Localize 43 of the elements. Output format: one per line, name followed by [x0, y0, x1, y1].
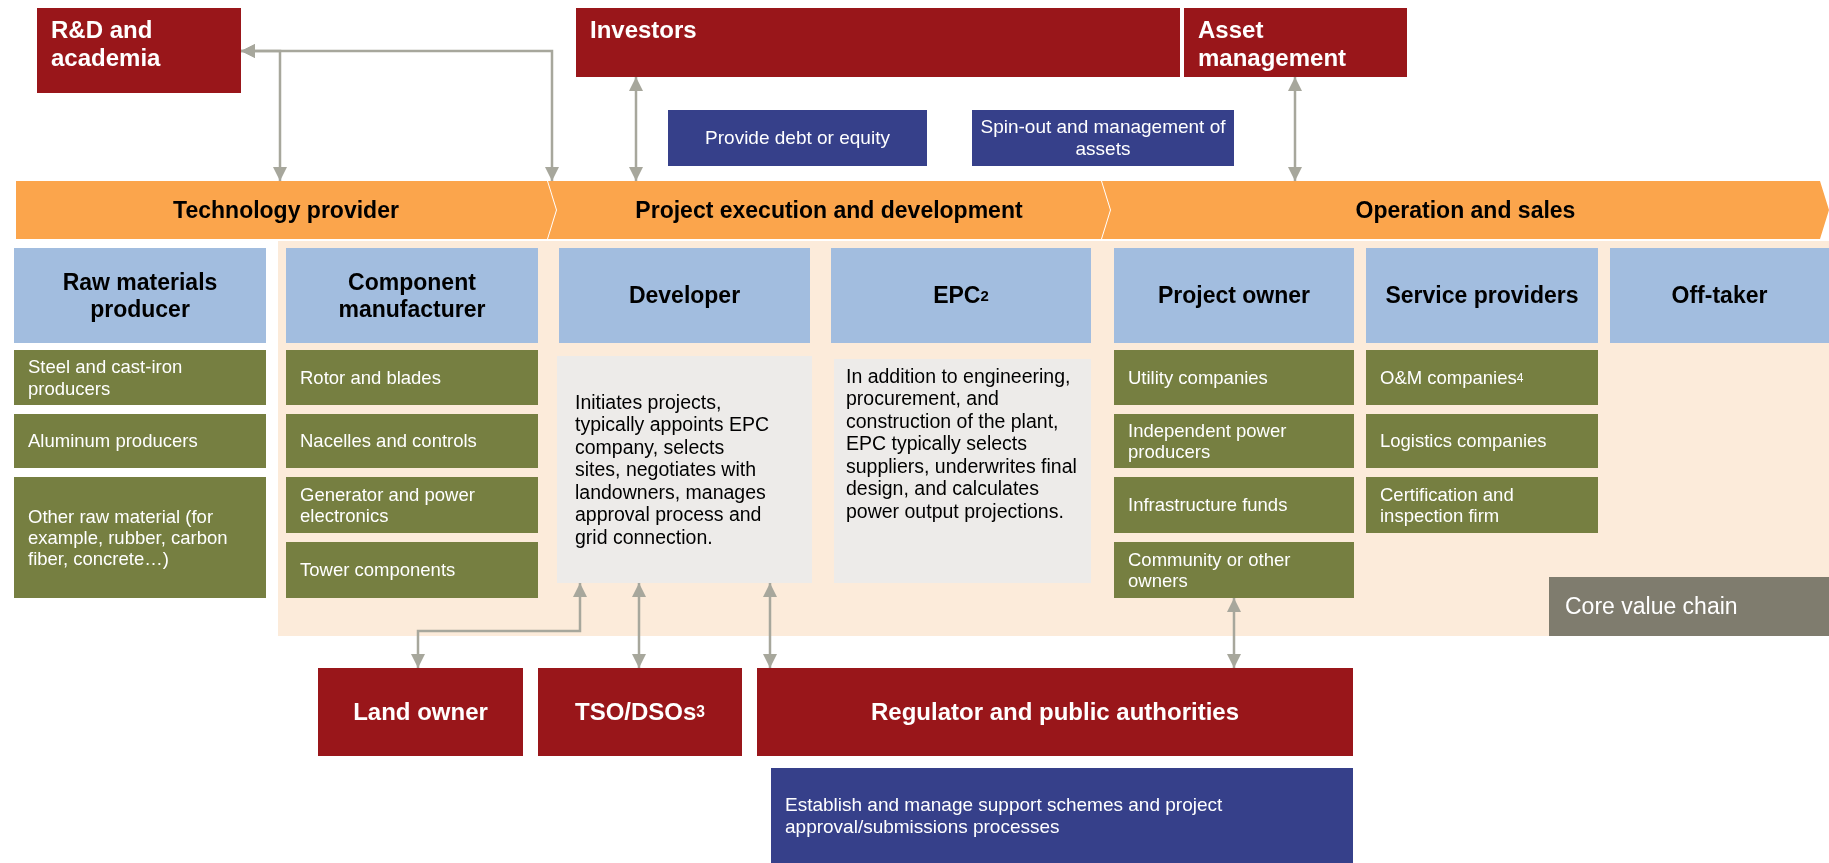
- double-arrow: [632, 583, 646, 668]
- category-box: Steel and cast-iron producers: [14, 350, 266, 405]
- description-box: Initiates projects, typically appoints EPC company, selects sites, negotiates with landowners, manages approval process and grid connection.: [557, 356, 812, 583]
- double-arrow: [763, 583, 777, 668]
- role-header: Raw materials producer: [14, 248, 266, 343]
- description-box: In addition to engineering, procurement, and construction of the plant, EPC typically selects suppliers, underwrites final design, and calculates power output projections.: [834, 359, 1091, 583]
- category-box: Other raw material (for example, rubber, carbon fiber, concrete…): [14, 477, 266, 598]
- category-box: Rotor and blades: [286, 350, 538, 405]
- category-box: Infrastructure funds: [1114, 477, 1354, 533]
- category-box: Aluminum producers: [14, 414, 266, 468]
- double-arrow: [411, 583, 587, 668]
- category-box: Generator and power electronics: [286, 477, 538, 533]
- double-arrow: [629, 77, 643, 181]
- category-box: Certification and inspection firm: [1366, 477, 1598, 533]
- double-arrow: [241, 44, 559, 181]
- value-chain-stage-banner: Operation and sales: [1102, 181, 1829, 239]
- role-header: Component manufacturer: [286, 248, 538, 343]
- value-chain-stage-banner: Technology provider: [16, 181, 556, 239]
- stakeholder-box: Investors: [576, 8, 1180, 77]
- role-note: Provide debt or equity: [668, 110, 927, 166]
- role-header: Project owner: [1114, 248, 1354, 343]
- category-box: Logistics companies: [1366, 414, 1598, 468]
- band-tab-label: Core value chain: [1549, 577, 1829, 636]
- role-header: Service providers: [1366, 248, 1598, 343]
- role-note: Spin-out and management of assets: [972, 110, 1234, 166]
- category-box: Independent power producers: [1114, 414, 1354, 468]
- category-box: Nacelles and controls: [286, 414, 538, 468]
- stakeholder-box: TSO/DSOs$^{3}$: [538, 668, 742, 756]
- stakeholder-box: Regulator and public authorities: [757, 668, 1353, 756]
- value-chain-band: [278, 241, 1829, 636]
- double-arrow: [1288, 77, 1302, 181]
- role-header: Off-taker: [1610, 248, 1829, 343]
- category-box: Community or other owners: [1114, 542, 1354, 598]
- role-note: Establish and manage support schemes and project approval/submissions processes: [771, 768, 1353, 863]
- value-chain-stage-banner: Project execution and development: [548, 181, 1110, 239]
- stakeholder-box: R&D and academia: [37, 8, 241, 93]
- role-header: Developer: [559, 248, 810, 343]
- category-box: Utility companies: [1114, 350, 1354, 405]
- double-arrow: [1227, 598, 1241, 668]
- category-box: Tower components: [286, 542, 538, 598]
- stakeholder-box: Asset management: [1184, 8, 1407, 77]
- stakeholder-box: Land owner: [318, 668, 523, 756]
- role-header: EPC$^{2}$: [831, 248, 1091, 343]
